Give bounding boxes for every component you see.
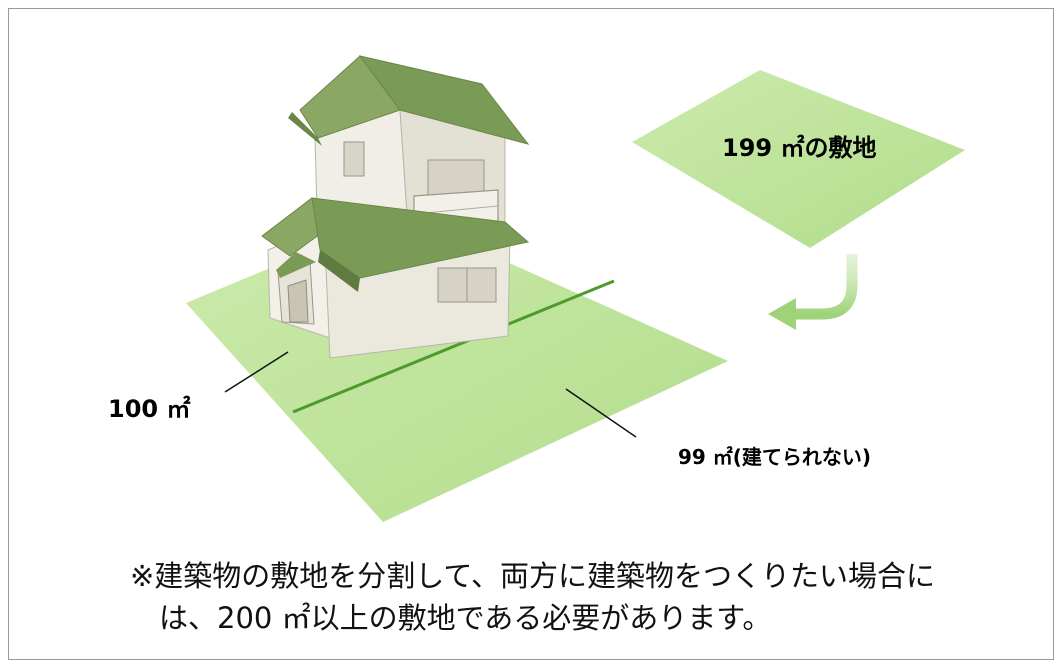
- label-parcel-99: 99 ㎡(建てられない): [678, 445, 872, 469]
- lot-divider-line: [292, 279, 615, 414]
- house-icon: [261, 55, 530, 359]
- label-parcel-100: 100 ㎡: [108, 395, 191, 423]
- note-line-2: は、200 ㎡以上の敷地である必要があります。: [159, 601, 772, 636]
- leader-line-100: [224, 351, 289, 393]
- note-line-1: ※建築物の敷地を分割して、両方に建築物をつくりたい場合に: [130, 559, 935, 593]
- label-separate-lot: 199 ㎡の敷地: [722, 134, 877, 162]
- leader-line-99: [565, 388, 637, 438]
- explanatory-note: ※建築物の敷地を分割して、両方に建築物をつくりたい場合に は、200 ㎡以上の敷…: [130, 555, 1030, 639]
- arrow-icon: [768, 254, 858, 330]
- separate-lot: [632, 70, 965, 248]
